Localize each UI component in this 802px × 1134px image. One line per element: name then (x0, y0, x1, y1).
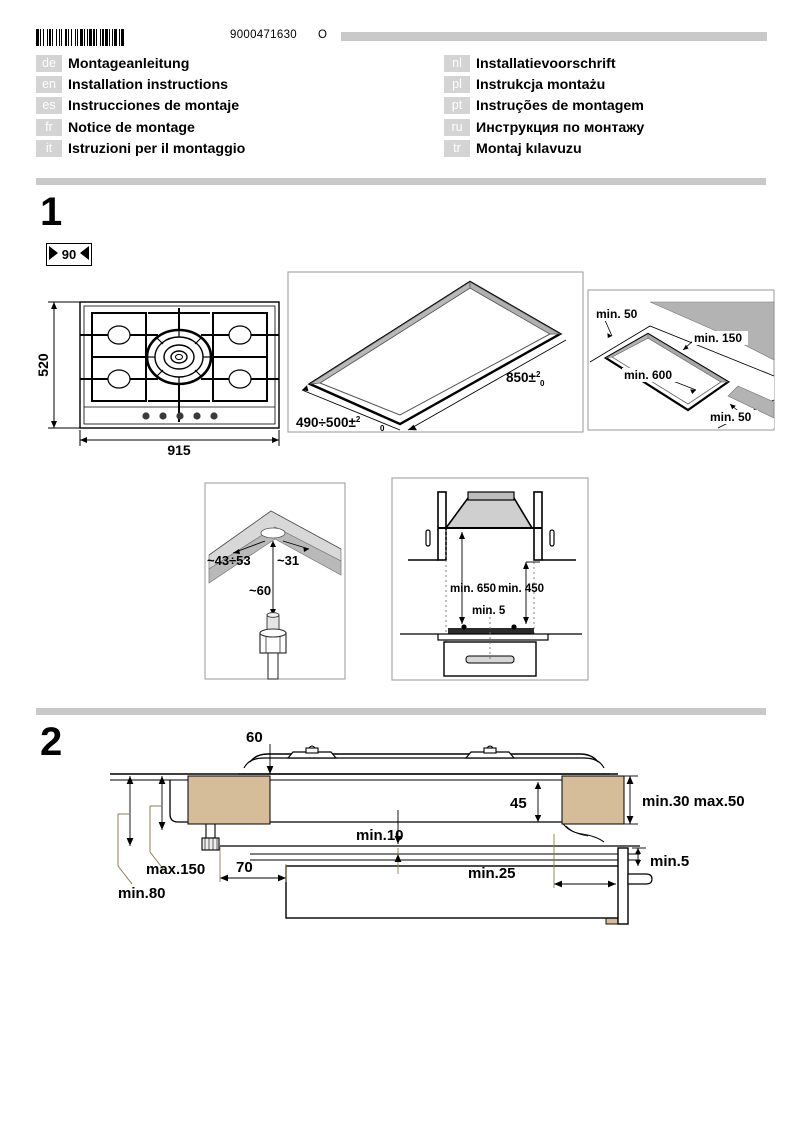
arrow-right-icon (80, 246, 89, 260)
language-code: en (36, 76, 62, 94)
header-gray-bar (341, 32, 767, 41)
clearance-side-right-label: min. 50 (710, 410, 752, 424)
front-offset-label: 70 (236, 859, 253, 876)
language-row: it Istruzioni per il montaggio (36, 139, 396, 160)
language-code: es (36, 97, 62, 115)
figure-hood-clearance: min. 650 min. 450 min. 5 (391, 477, 589, 681)
figure-clearances: min. 50 min. 150 min. 600 min. 50 (587, 289, 775, 431)
language-row: pt Instruções de montagem (444, 96, 802, 117)
revision-code: O (318, 29, 327, 41)
clearance-below-label: min.10 (356, 827, 404, 844)
barcode (36, 29, 196, 46)
cutout-depth-label: 490÷500±20 (296, 415, 385, 433)
hob-width-label: 915 (167, 442, 191, 458)
language-code: tr (444, 139, 470, 157)
language-code: fr (36, 118, 62, 136)
language-row: fr Notice de montage (36, 118, 396, 139)
rear-clearance-label: min.25 (468, 865, 516, 882)
clearance-side-left-label: min. 50 (596, 307, 638, 321)
hood-to-hob-label: min. 650 (450, 583, 496, 595)
document-header: 9000471630 O (36, 28, 767, 46)
language-row: es Instrucciones de montaje (36, 96, 396, 117)
section-number-2: 2 (40, 720, 63, 764)
language-column-left: de Montageanleitung en Installation inst… (36, 54, 396, 160)
worktop-range-label: min.30 max.50 (642, 793, 745, 810)
language-column-right: nl Installatievoorschrift pl Instrukcja … (444, 54, 802, 160)
language-title: Montageanleitung (68, 56, 190, 72)
bevel-range-label: ~43÷53 (207, 553, 251, 568)
language-row: en Installation instructions (36, 75, 396, 96)
language-title: Instrukcja montażu (476, 77, 606, 94)
base-gap-label: min.5 (650, 853, 689, 870)
hob-body-height-label: 45 (510, 795, 527, 812)
figure-hob-plan: 520 915 (35, 280, 286, 458)
clearance-rear-label: min. 150 (694, 331, 742, 345)
cutout-length-label: 850±20 (506, 370, 545, 388)
language-row: ru Инструкция по монтажу (444, 118, 802, 139)
control-knobs (142, 412, 218, 420)
language-code: nl (444, 55, 470, 72)
language-title: Istruzioni per il montaggio (68, 140, 246, 157)
width-class-value: 90 (61, 247, 77, 262)
language-row: tr Montaj kılavuzu (444, 139, 802, 160)
cabinet-to-hob-label: min. 450 (498, 583, 544, 595)
language-title: Instrucciones de montaje (68, 98, 240, 115)
width-class-badge: 90 (46, 243, 92, 266)
barcode-number: 9000471630 (230, 29, 297, 41)
language-code: pt (444, 97, 470, 115)
language-title: Installatievoorschrift (476, 56, 616, 72)
arrow-left-icon (49, 246, 58, 260)
language-title: Notice de montage (68, 119, 195, 136)
hob-gap-label: min. 5 (472, 605, 506, 617)
language-code: de (36, 55, 62, 72)
clearance-front-label: min. 600 (624, 368, 672, 382)
figure-cross-section: 60 min.80 max.150 70 (110, 726, 780, 926)
language-title: Instruções de montagem (476, 98, 644, 115)
cabinet-min-label: min.80 (118, 885, 166, 902)
hob-depth-label: 520 (35, 353, 51, 377)
figure-cutout-isometric: 850±20 490÷500±20 (287, 271, 584, 433)
section-number-1: 1 (40, 190, 63, 234)
figure-worktop-edge: ~43÷53 ~31 ~60 (204, 482, 346, 680)
language-code: pl (444, 76, 470, 94)
section-divider-2 (36, 708, 766, 715)
bevel-small-label: ~31 (277, 553, 299, 568)
language-code: it (36, 139, 62, 157)
language-row: pl Instrukcja montażu (444, 75, 802, 96)
language-row: nl Installatievoorschrift (444, 54, 802, 75)
language-title: Инструкция по монтажу (476, 119, 645, 136)
language-code: ru (444, 118, 470, 136)
worktop-thickness-label: 60 (246, 729, 263, 746)
language-row: de Montageanleitung (36, 54, 396, 75)
language-title: Installation instructions (68, 77, 229, 94)
cabinet-max-label: max.150 (146, 861, 205, 878)
pipe-depth-label: ~60 (249, 583, 271, 598)
section-divider-1 (36, 178, 766, 185)
language-title: Montaj kılavuzu (476, 140, 582, 157)
